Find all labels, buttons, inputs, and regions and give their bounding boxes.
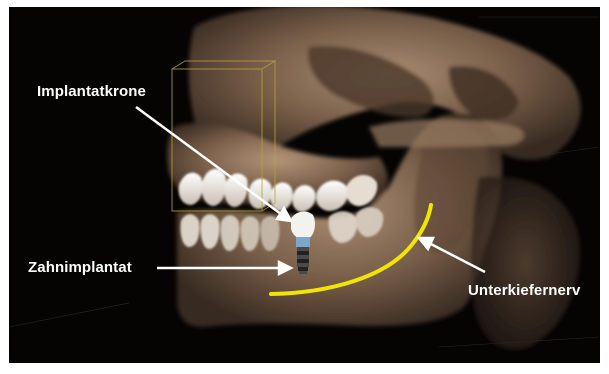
label-mandibular-nerve: Unterkiefernerv — [468, 282, 580, 299]
label-implant-crown: Implantatkrone — [37, 83, 146, 100]
label-dental-implant: Zahnimplantat — [28, 259, 132, 276]
cbct-3d-render: Implantatkrone Zahnimplantat Unterkiefer… — [9, 7, 600, 363]
skull-rendering — [9, 7, 600, 363]
